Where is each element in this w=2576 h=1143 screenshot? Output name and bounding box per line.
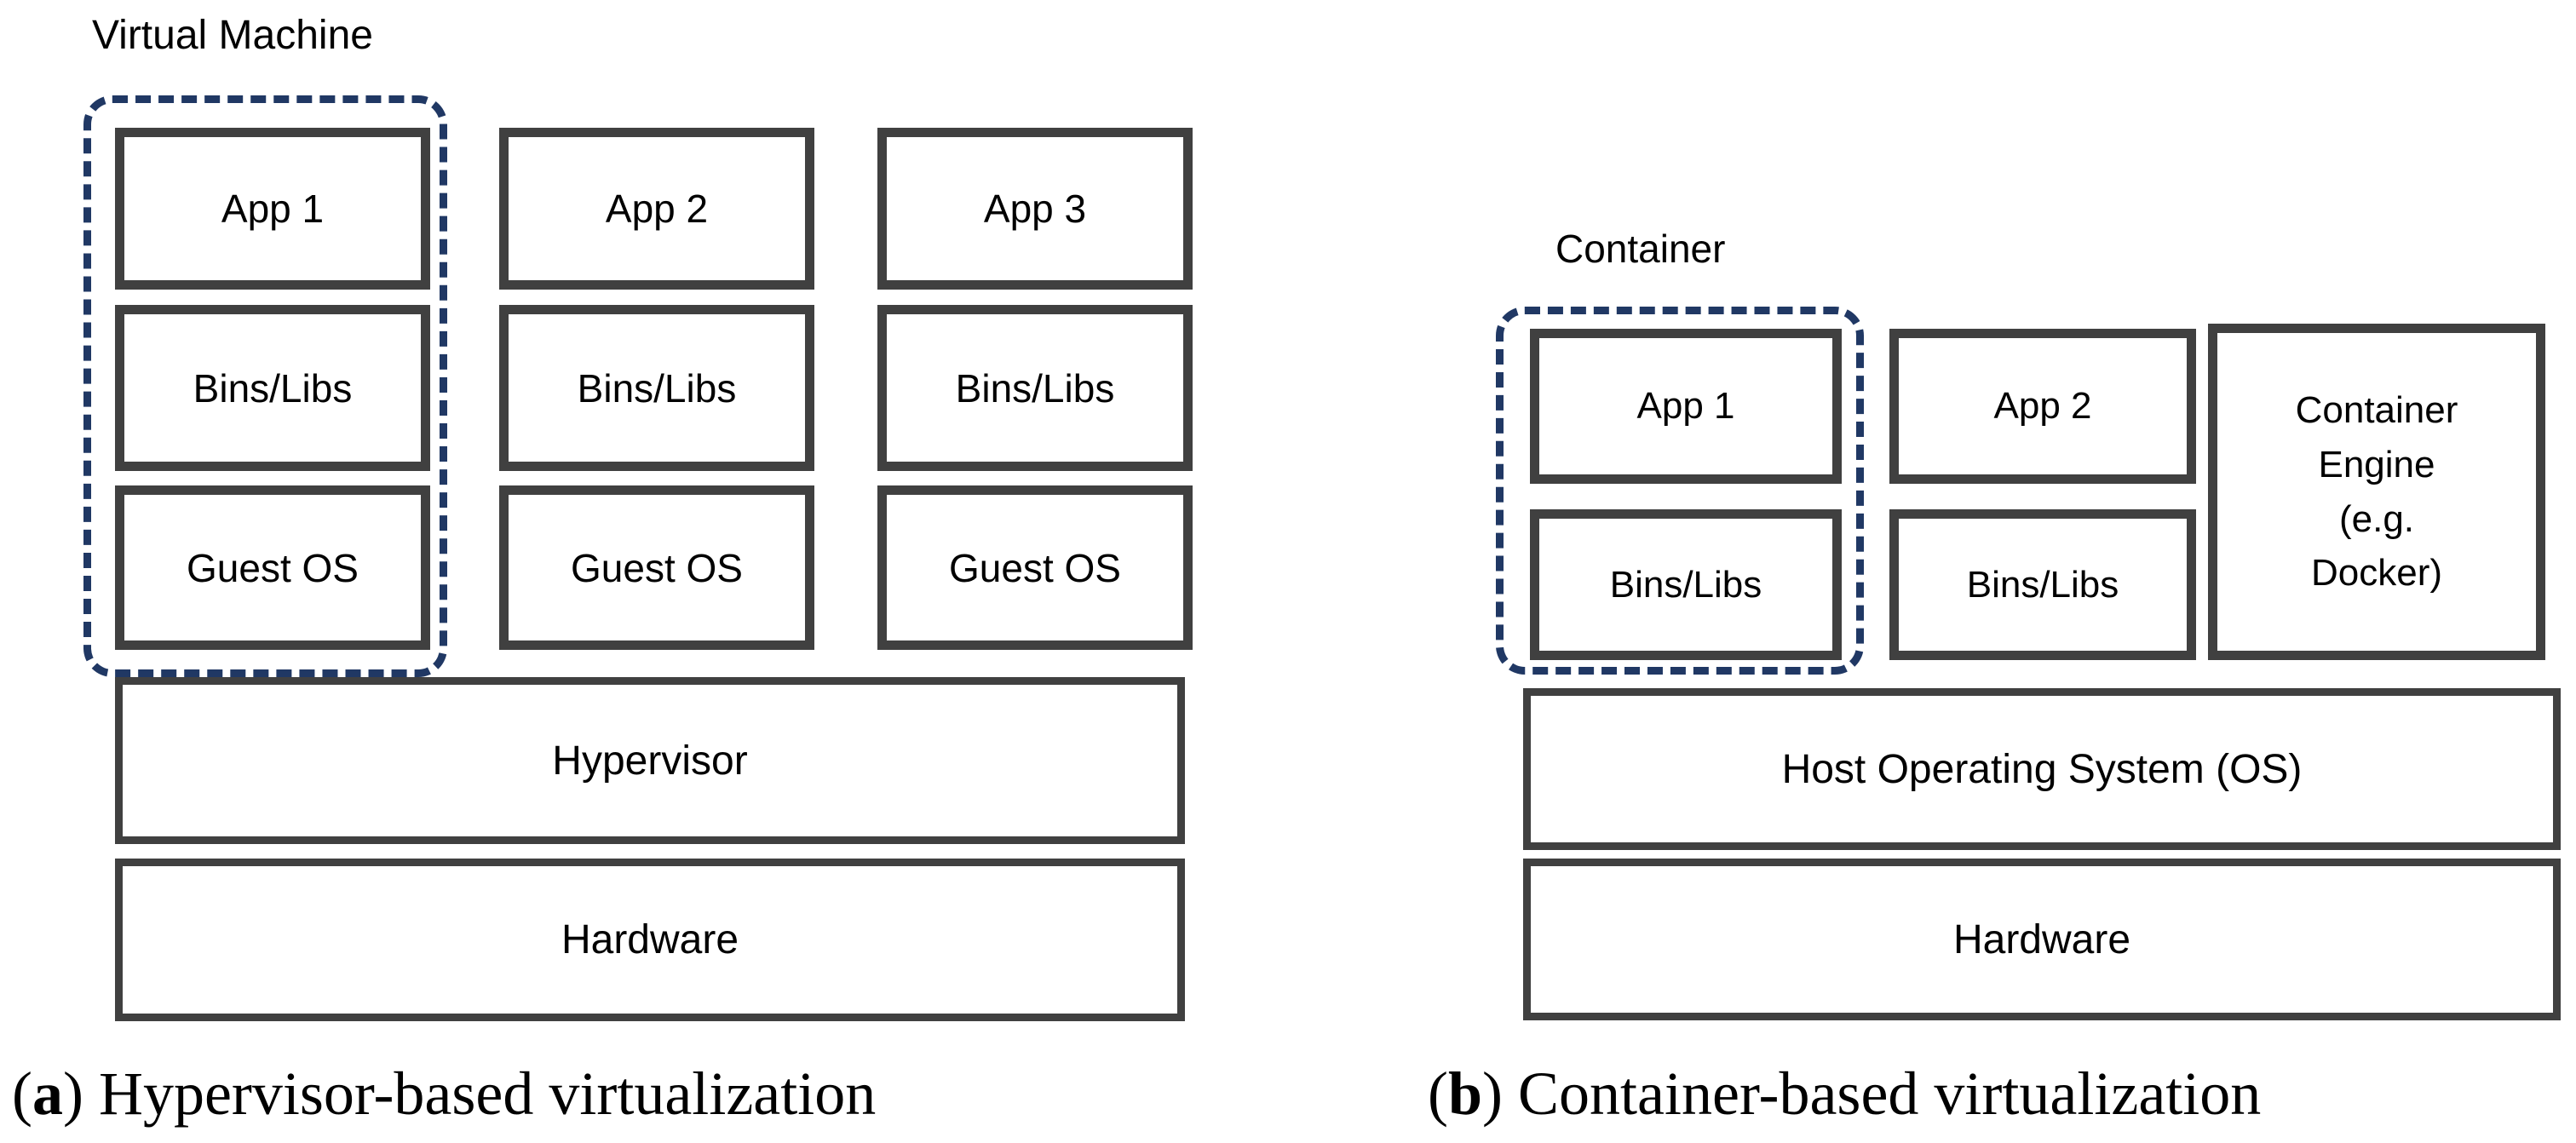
caption-open-paren: ( xyxy=(1428,1060,1448,1128)
bins-libs-box: Bins/Libs xyxy=(1889,509,2196,660)
hypervisor-bar: Hypervisor xyxy=(115,677,1185,844)
guest-os-box: Guest OS xyxy=(115,485,430,650)
container-engine-line: Engine xyxy=(2318,443,2435,485)
figure-caption-a: (a) Hypervisor-based virtualization xyxy=(12,1063,876,1124)
container-engine-line: (e.g. xyxy=(2338,497,2415,540)
host-os-bar: Host Operating System (OS) xyxy=(1523,688,2561,850)
virtual-machine-label: Virtual Machine xyxy=(92,13,373,58)
bins-libs-box: Bins/Libs xyxy=(115,305,430,471)
app-box: App 2 xyxy=(499,128,814,290)
caption-close-paren: ) xyxy=(1482,1060,1519,1128)
container-engine-line: Docker) xyxy=(2310,552,2443,594)
hardware-bar: Hardware xyxy=(1523,859,2561,1020)
bins-libs-box: Bins/Libs xyxy=(499,305,814,471)
caption-open-paren: ( xyxy=(12,1060,32,1128)
container-engine-line: Container xyxy=(2295,388,2458,431)
caption-marker: b xyxy=(1447,1060,1483,1128)
container-dashed-outline xyxy=(1496,307,1864,675)
caption-marker: a xyxy=(32,1060,63,1128)
figure-caption-b: (b) Container-based virtualization xyxy=(1428,1063,2261,1124)
guest-os-box: Guest OS xyxy=(877,485,1193,650)
container-engine-box: Container Engine (e.g. Docker) xyxy=(2208,324,2545,660)
virtual-machine-dashed-outline xyxy=(83,95,447,677)
guest-os-box: Guest OS xyxy=(499,485,814,650)
app-box: App 1 xyxy=(1530,329,1842,484)
app-box: App 2 xyxy=(1889,329,2196,484)
app-box: App 1 xyxy=(115,128,430,290)
bins-libs-box: Bins/Libs xyxy=(1530,509,1842,660)
bins-libs-box: Bins/Libs xyxy=(877,305,1193,471)
app-box: App 3 xyxy=(877,128,1193,290)
caption-close-paren: ) xyxy=(62,1060,99,1128)
hardware-bar: Hardware xyxy=(115,859,1185,1021)
caption-label: Container-based virtualization xyxy=(1518,1060,2262,1128)
caption-label: Hypervisor-based virtualization xyxy=(98,1060,877,1128)
container-label: Container xyxy=(1555,227,1726,271)
